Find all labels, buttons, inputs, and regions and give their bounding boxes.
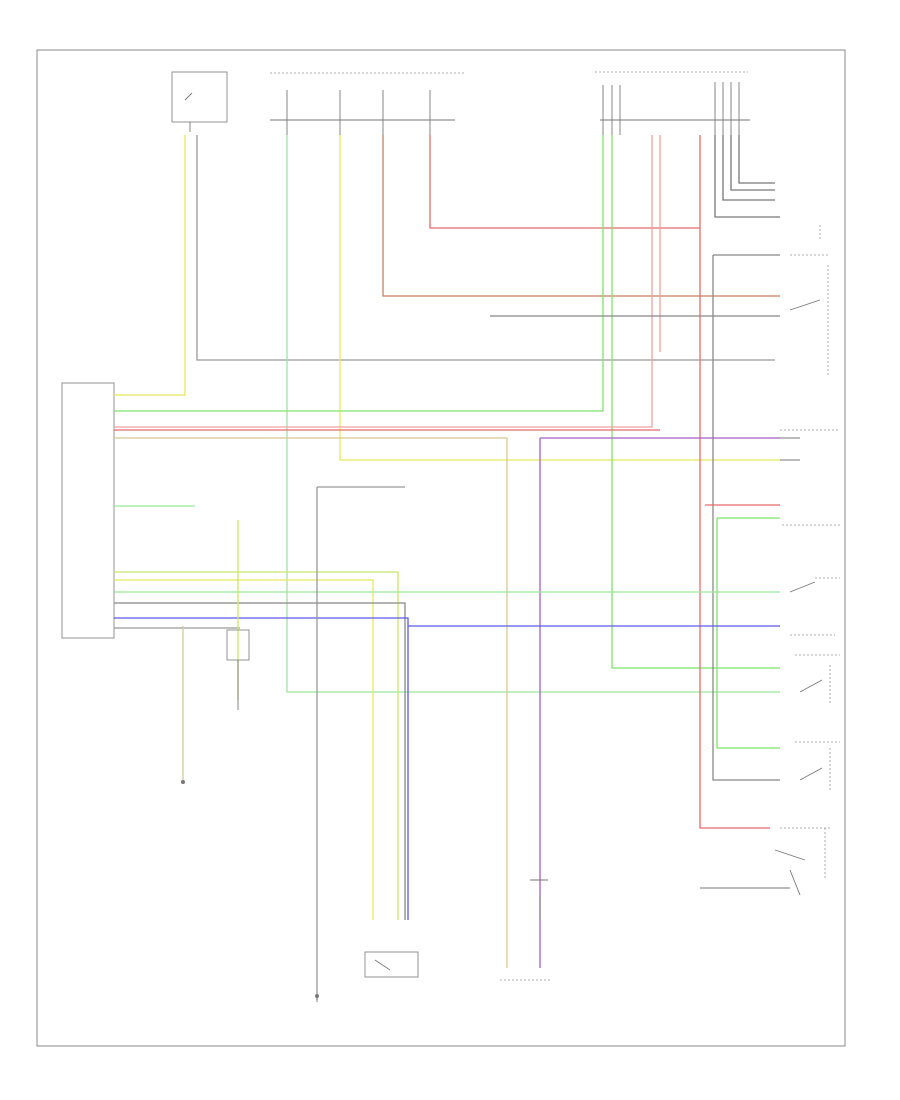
sensor-bottom-right	[500, 879, 550, 981]
top-junction-block	[270, 72, 465, 135]
wire-green-right-b	[611, 135, 780, 669]
wire-yellowgreen-ecm-4	[114, 571, 399, 920]
ground-left	[181, 780, 185, 784]
switch-right-3	[795, 741, 840, 790]
transmission-switch-bottom-right	[700, 827, 830, 896]
wire-gray-top	[196, 135, 775, 361]
wire-tan-ecm-2	[114, 437, 508, 968]
relay-box-top-right	[789, 225, 830, 375]
wire-green-junction-a	[286, 135, 780, 693]
ground-bottom-center	[315, 994, 319, 1002]
sensor-left-mid	[226, 629, 250, 710]
wire-red-right	[699, 135, 770, 829]
wire-yellow-junction-b	[339, 135, 780, 461]
throttle-position-sensor	[364, 951, 419, 978]
wire-gray-right-b	[722, 135, 775, 201]
wire-gray-center	[316, 486, 405, 1000]
wire-gray-right-bus	[712, 254, 780, 781]
wire-blue-ecm-8	[114, 617, 780, 920]
wire-brown-junction-c	[382, 135, 780, 297]
wire-pink-a	[114, 135, 653, 428]
wire-red-junction-d	[429, 135, 700, 229]
wire-gray-right-d	[738, 135, 775, 184]
dashboard-connector-right	[780, 429, 840, 526]
wire-yellow-ecm-5	[114, 579, 374, 920]
wire-gray-right-a	[714, 135, 780, 218]
top-right-connector	[595, 71, 750, 135]
switch-right-1	[789, 577, 840, 636]
switch-right-2	[795, 654, 840, 705]
top-fuse-block-left	[140, 71, 228, 132]
wire-green-right-a	[114, 135, 604, 412]
engine-control-module	[61, 382, 115, 639]
wire-gray-ecm-7	[114, 602, 406, 920]
diagram-border	[36, 49, 846, 1047]
wire-yellow-ecm-batt	[114, 135, 186, 396]
wire-gray-right-c	[730, 135, 775, 191]
wire-green-right-lg	[716, 517, 780, 749]
